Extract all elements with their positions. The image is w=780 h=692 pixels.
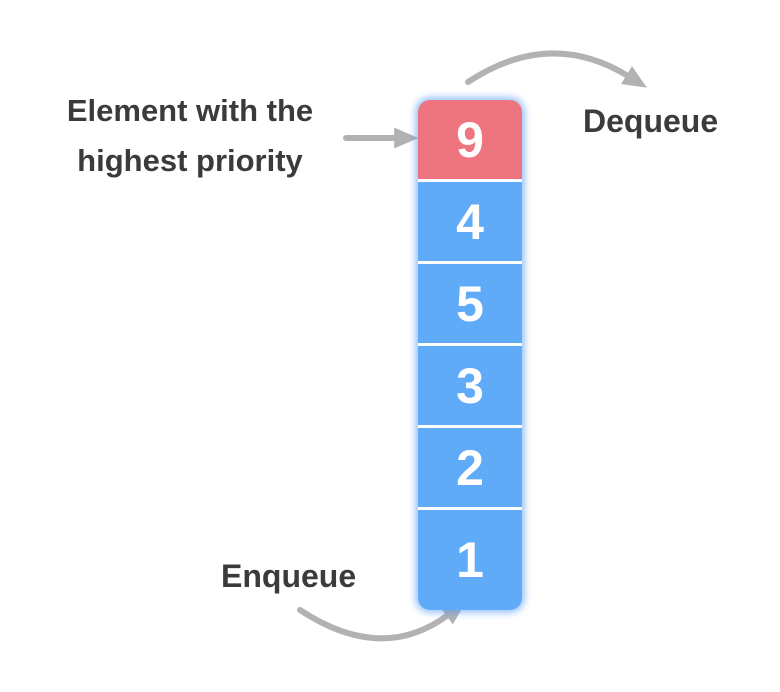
curved-arrow-out-icon bbox=[465, 50, 647, 88]
queue-item-9: 9 bbox=[418, 100, 522, 179]
highest-priority-label-line1: Element with the bbox=[66, 93, 314, 128]
queue-item-2: 2 bbox=[418, 428, 522, 507]
queue-item-4: 4 bbox=[418, 182, 522, 261]
enqueue-label: Enqueue bbox=[221, 558, 357, 594]
highest-priority-label: Element with the highest priority bbox=[40, 86, 340, 186]
curved-arrow-in-icon bbox=[297, 601, 466, 642]
queue-item-3: 3 bbox=[418, 346, 522, 425]
dequeue-label: Dequeue bbox=[583, 103, 719, 139]
queue-item-1: 1 bbox=[418, 510, 522, 610]
highest-priority-label-line2: highest priority bbox=[77, 143, 303, 178]
queue-item-5: 5 bbox=[418, 264, 522, 343]
